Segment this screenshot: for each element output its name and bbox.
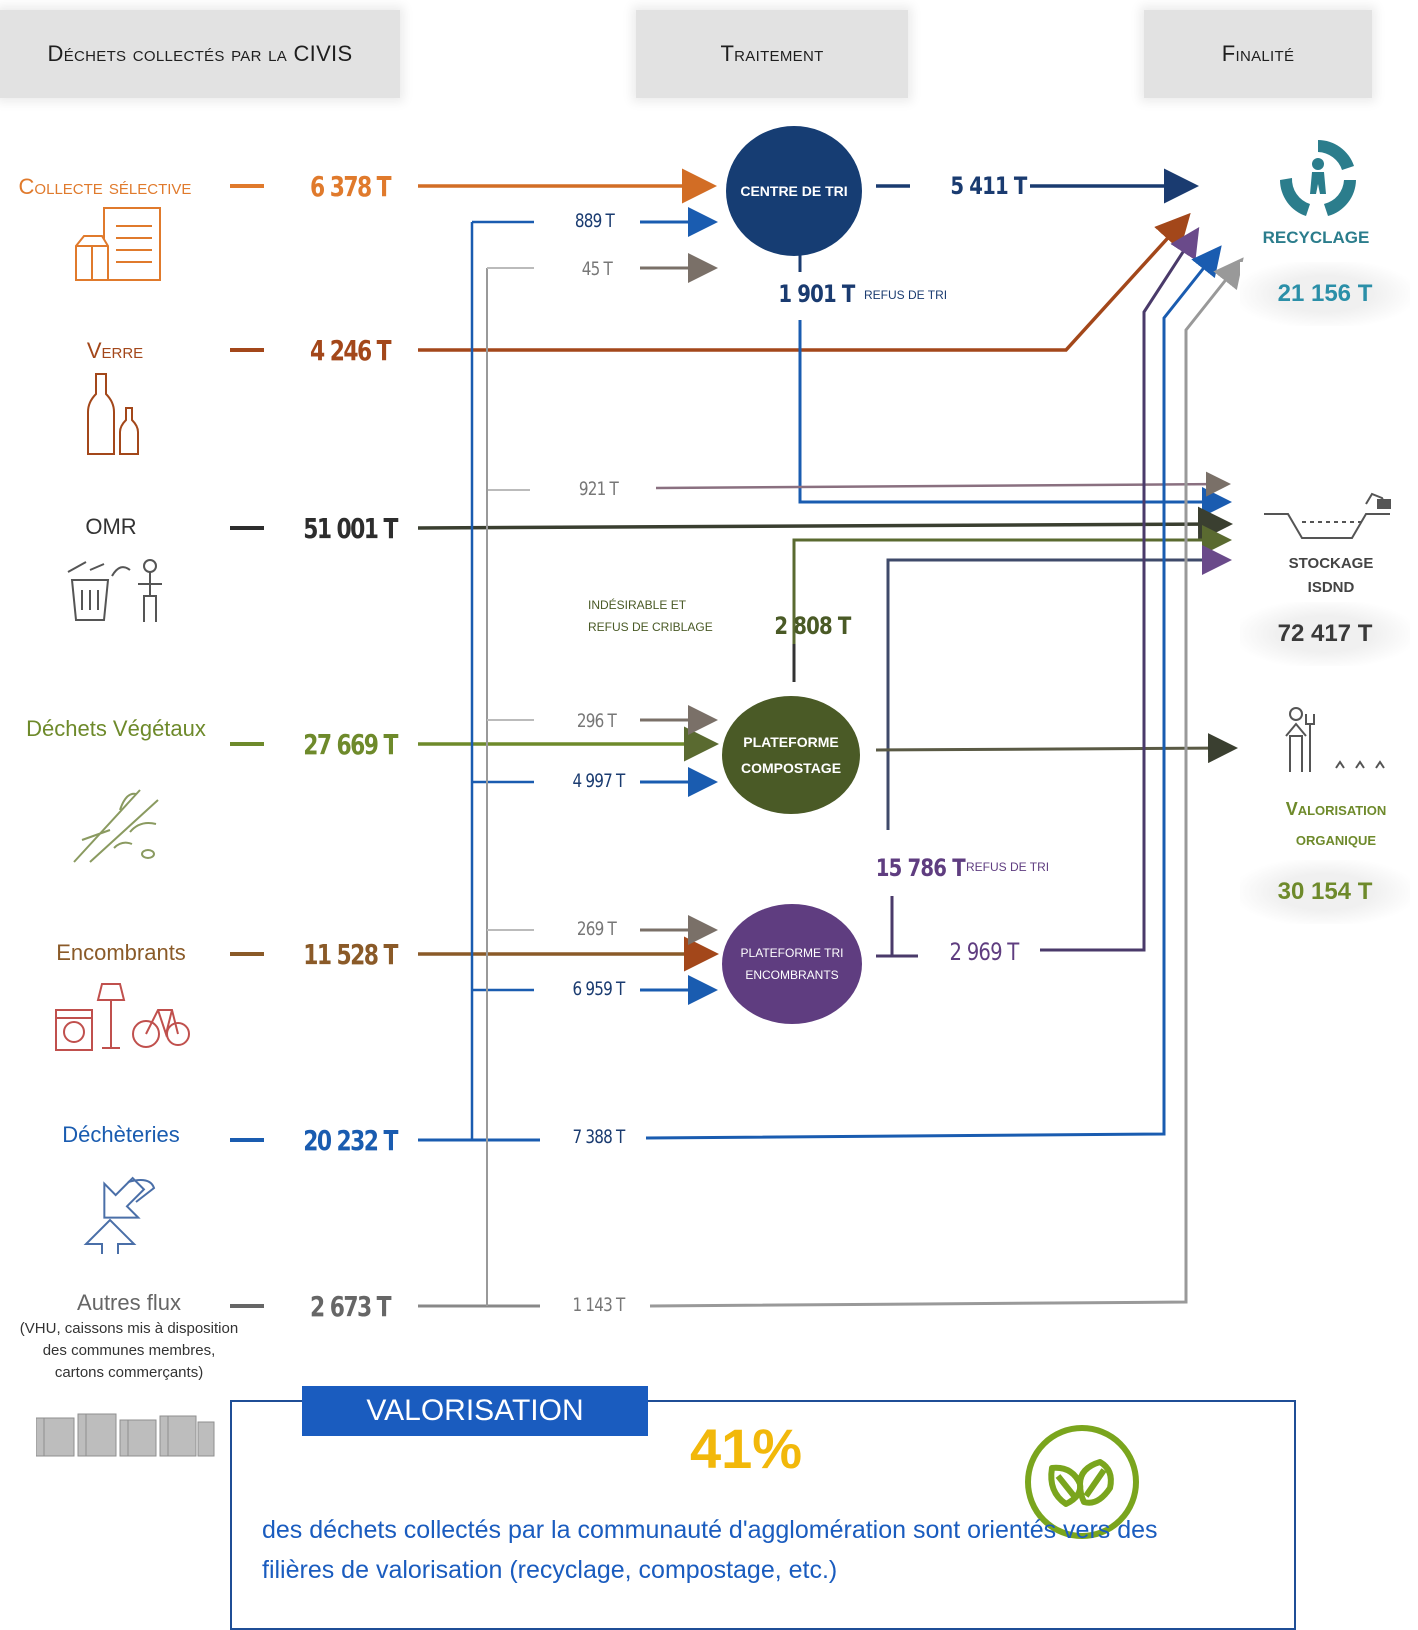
finality-label-organique: Valorisation organique	[1246, 794, 1418, 854]
qty-15786: 15 786 T	[875, 854, 966, 882]
source-label-verre: Verre	[86, 338, 144, 363]
header-treatment-text: Traitement	[720, 41, 824, 66]
recycling-center-icon	[83, 1176, 156, 1254]
flow-compost-refus	[792, 525, 1232, 648]
leaf-icon	[1025, 1425, 1139, 1539]
flow-enc-recyclage	[1040, 226, 1200, 952]
finality-label-organique-1: Valorisation	[1285, 799, 1387, 819]
qty-6959: 6 959 T	[572, 978, 626, 1000]
node-centre-tri-label: centre de tri	[740, 183, 848, 199]
node-enc-line2: encombrants	[745, 968, 839, 982]
qty-5411: 5 411 T	[950, 172, 1027, 200]
source-qty-verre: 4 246 T	[310, 334, 392, 367]
header-purpose-text: Finalité	[1221, 41, 1295, 66]
node-compost-line1: plateforme	[743, 734, 839, 750]
label-indesirable-2: refus de criblage	[588, 620, 713, 634]
node-centre-tri: centre de tri	[726, 126, 862, 256]
bulky-items-icon	[55, 983, 190, 1051]
source-label-autres: Autres flux	[77, 1290, 181, 1315]
source-qty-autres: 2 673 T	[310, 1290, 392, 1323]
node-enc-line1: plateforme tri	[740, 946, 844, 960]
packaging-icon	[75, 207, 161, 281]
label-indesirable-1: indésirable et	[588, 598, 687, 612]
header-purpose: Finalité	[1144, 10, 1372, 98]
bottles-icon	[87, 373, 139, 455]
finality-label-recyclage: RECYCLAGE	[1262, 228, 1370, 247]
flow-autres-recyclage	[649, 257, 1244, 1308]
label-enc-refus-tri: refus de tri	[966, 860, 1050, 874]
flow-autres-stockage	[655, 471, 1231, 497]
autres-note-3: cartons commerçants)	[54, 1364, 204, 1381]
finality-label-stockage-1: STOCKAGE	[1288, 555, 1374, 572]
autres-note-1: (VHU, caissons mis à disposition	[19, 1320, 239, 1337]
finality-label-organique-2: organique	[1295, 829, 1377, 849]
qty-889: 889 T	[574, 210, 615, 232]
source-qty-collecte: 6 378 T	[310, 170, 392, 203]
header-treatment: Traitement	[636, 10, 908, 98]
finality-label-stockage: STOCKAGE ISDND	[1256, 552, 1406, 600]
source-qty-decheteries: 20 232 T	[303, 1124, 398, 1157]
flow-decheteries-recyclage	[645, 245, 1222, 1140]
flow-omr-stockage	[417, 506, 1233, 542]
node-compost-line2: compostage	[740, 760, 842, 776]
source-qty-omr: 51 001 T	[303, 512, 398, 545]
valorisation-percent: 41%	[690, 1417, 803, 1480]
flow-compost-organique	[875, 733, 1238, 764]
header-collected: Déchets collectés par la CIVIS	[0, 10, 400, 98]
flow-enc-refus-stockage	[886, 545, 1232, 830]
node-plateforme-encombrants: plateforme tri encombrants	[722, 904, 862, 1024]
qty-2808: 2 808 T	[774, 612, 851, 640]
source-label-omr: OMR	[85, 514, 137, 539]
qty-1143: 1 143 T	[572, 1294, 626, 1316]
valorisation-tag-text: VALORISATION	[366, 1394, 584, 1427]
qty-7388: 7 388 T	[572, 1126, 626, 1148]
source-label-collecte: Collecte sélective	[18, 174, 192, 199]
qty-4997: 4 997 T	[572, 770, 626, 792]
label-indesirable: indésirable et refus de criblage	[588, 594, 713, 638]
header-collected-text: Déchets collectés par la CIVIS	[47, 41, 353, 66]
qty-269: 269 T	[576, 918, 617, 940]
source-qty-vegetaux: 27 669 T	[303, 728, 398, 761]
source-label-encombrants: Encombrants	[56, 940, 186, 965]
gardener-icon	[1285, 707, 1385, 772]
label-refus-tri: refus de tri	[864, 288, 948, 302]
valorisation-text-1: des déchets collectés par la communauté …	[262, 1516, 1158, 1544]
source-label-vegetaux: Déchets Végétaux	[26, 716, 206, 741]
finality-total-organique: 30 154 T	[1240, 860, 1410, 924]
finality-total-recyclage: 21 156 T	[1240, 262, 1410, 326]
recycling-person-icon	[1280, 140, 1356, 216]
qty-921: 921 T	[578, 478, 619, 500]
valorisation-tag: VALORISATION	[302, 1386, 648, 1436]
qty-2969: 2 969 T	[949, 938, 1020, 966]
valorisation-text-2: filières de valorisation (recyclage, com…	[262, 1556, 838, 1584]
flow-tri-refus-stockage	[798, 320, 1232, 517]
landfill-icon	[1264, 492, 1391, 539]
containers-icon	[36, 1413, 215, 1457]
source-qty-encombrants: 11 528 T	[303, 938, 398, 971]
household-waste-icon	[67, 559, 162, 622]
autres-note-2: des communes membres,	[42, 1342, 216, 1359]
qty-1901: 1 901 T	[778, 280, 855, 308]
qty-45: 45 T	[581, 258, 613, 280]
qty-296: 296 T	[576, 710, 617, 732]
finality-label-stockage-2: ISDND	[1307, 579, 1355, 596]
source-label-decheteries: Déchèteries	[62, 1122, 180, 1147]
finality-total-stockage: 72 417 T	[1240, 602, 1410, 666]
autres-note: (VHU, caissons mis à disposition des com…	[0, 1318, 258, 1384]
valorisation-description: des déchets collectés par la communauté …	[262, 1510, 1272, 1590]
node-plateforme-compostage: plateforme compostage	[722, 696, 860, 814]
flow-verre-recyclage	[418, 212, 1191, 352]
plants-icon	[73, 789, 159, 863]
